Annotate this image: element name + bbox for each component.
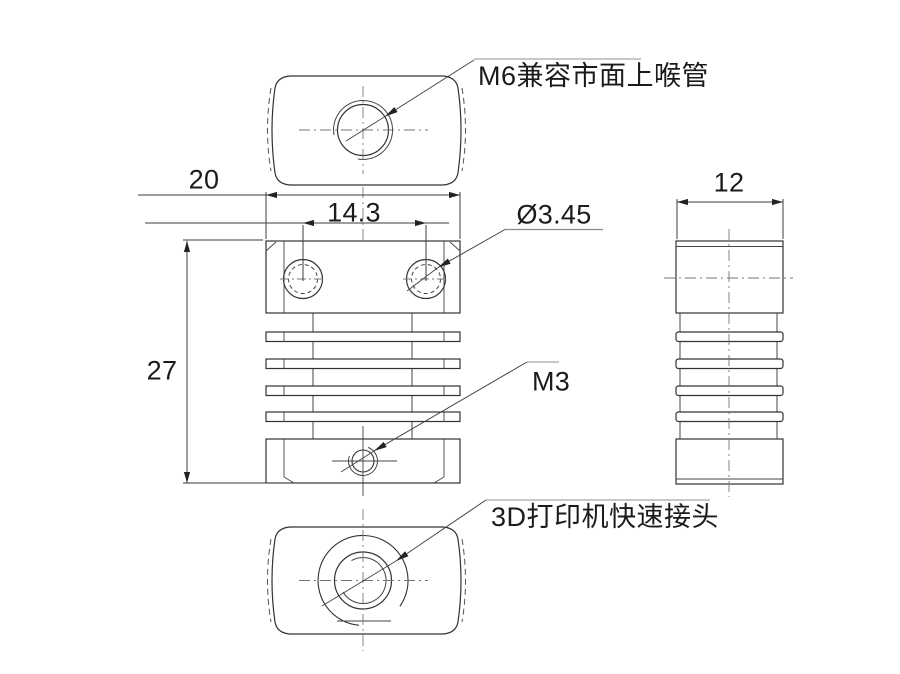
front-view	[265, 187, 461, 496]
top-view-left-arc	[267, 87, 272, 172]
dia345-leader	[437, 229, 506, 268]
m3-thread-arc	[348, 446, 378, 477]
front-fins	[265, 331, 461, 423]
bottom-view-left-arc	[267, 538, 272, 623]
bottom-view	[267, 509, 466, 651]
m6-callout-label: M6兼容市面上喉管	[478, 61, 710, 91]
fin	[265, 331, 461, 343]
fin	[265, 358, 461, 370]
side-fins	[675, 331, 784, 423]
front-chamfer-tr	[449, 241, 461, 252]
dimension-lines	[138, 191, 784, 484]
side-view	[664, 229, 793, 497]
bore-outer-arc	[317, 534, 409, 626]
top-view-outline	[271, 75, 462, 186]
fin	[265, 385, 461, 397]
front-top-block	[265, 240, 461, 314]
fin	[675, 358, 784, 370]
front-chamfer-tl	[265, 241, 277, 252]
front-chamfer-br	[433, 476, 445, 484]
top-view	[267, 75, 466, 186]
fin	[675, 331, 784, 343]
fin	[265, 411, 461, 423]
quickfit-leader	[395, 499, 487, 562]
dim-14-3-label: 14.3	[327, 197, 381, 228]
side-top-block	[675, 240, 784, 314]
fin	[675, 385, 784, 397]
fin	[675, 411, 784, 423]
side-bottom-block	[675, 438, 784, 485]
m6-thread-arc	[333, 99, 394, 160]
m6-leader	[384, 59, 475, 117]
dim-m3-label: M3	[531, 366, 571, 397]
front-chamfer-bl	[283, 476, 295, 484]
dim-12-label: 12	[713, 167, 745, 198]
bore-inner-arc	[342, 557, 387, 604]
quickfit-callout-label: 3D打印机快速接头	[491, 502, 720, 532]
bottom-view-right-arc	[461, 538, 466, 623]
top-view-right-arc	[461, 87, 466, 172]
dim-27-label: 27	[146, 355, 178, 386]
leader-lines	[321, 58, 710, 607]
dim-20-label: 20	[188, 164, 220, 195]
dim-dia-3-45-label: Ø3.45	[516, 199, 592, 230]
m3-leader	[373, 361, 528, 452]
front-fin-end-ticks	[283, 332, 445, 422]
